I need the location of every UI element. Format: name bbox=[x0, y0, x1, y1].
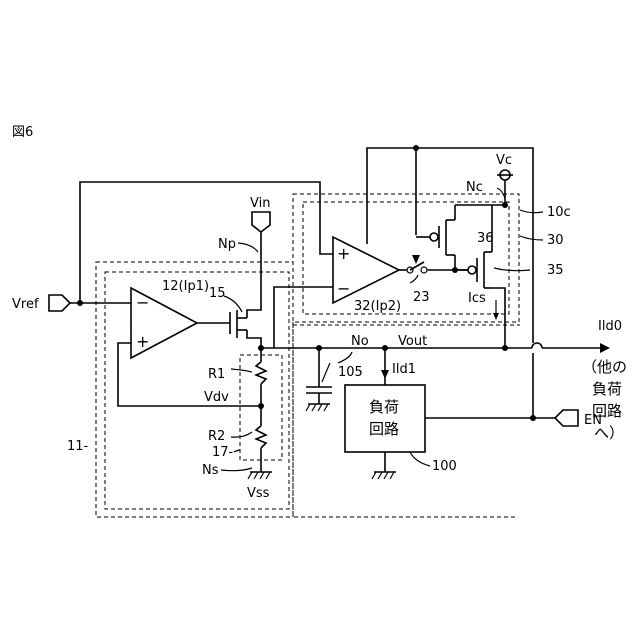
label-vc: Vc bbox=[496, 153, 512, 168]
opamp-32: + − bbox=[333, 237, 399, 303]
label-np: Np bbox=[218, 237, 236, 252]
label-30: 30 bbox=[547, 233, 564, 248]
capacitor-105 bbox=[306, 387, 332, 393]
label-vout: Vout bbox=[398, 334, 427, 349]
label-r1: R1 bbox=[208, 367, 225, 382]
region-11 bbox=[96, 262, 293, 517]
vref-terminal bbox=[49, 295, 70, 311]
label-ild1: Ild1 bbox=[392, 362, 416, 377]
label-ns: Ns bbox=[202, 463, 219, 478]
vin-terminal bbox=[252, 212, 270, 232]
load-circuit-label-2: 回路 bbox=[369, 420, 399, 438]
label-vin: Vin bbox=[250, 196, 270, 211]
opamp-32-plus: + bbox=[337, 244, 350, 263]
label-ild0: Ild0 bbox=[598, 319, 622, 334]
label-vss: Vss bbox=[247, 486, 270, 501]
opamp-32-minus: − bbox=[337, 279, 350, 298]
label-17: 17- bbox=[212, 445, 234, 460]
other-loads-line-2: 負荷 bbox=[592, 380, 622, 398]
switch-23 bbox=[407, 255, 427, 273]
label-11: 11- bbox=[67, 439, 89, 454]
resistor-r1 bbox=[256, 362, 266, 384]
label-100: 100 bbox=[432, 459, 457, 474]
transistor-35 bbox=[455, 252, 492, 288]
resistor-r2 bbox=[256, 426, 266, 448]
label-35: 35 bbox=[547, 263, 564, 278]
load-circuit-label-1: 負荷 bbox=[369, 398, 399, 416]
label-nc: Nc bbox=[466, 180, 483, 195]
en-terminal bbox=[555, 410, 578, 426]
ground-icon bbox=[248, 472, 272, 479]
label-10c: 10c bbox=[547, 205, 571, 220]
other-loads-line-4: へ） bbox=[594, 424, 624, 442]
other-loads-line-1: （他の bbox=[582, 358, 627, 376]
label-15: 15 bbox=[209, 286, 226, 301]
ground-icon bbox=[372, 472, 396, 479]
ild1-arrow bbox=[381, 370, 389, 379]
region-10c-extension bbox=[293, 322, 518, 517]
vc-terminal bbox=[497, 170, 513, 180]
opamp-12-minus: − bbox=[136, 293, 149, 312]
wires bbox=[70, 148, 600, 472]
label-vdv: Vdv bbox=[204, 390, 229, 405]
transistor-15 bbox=[230, 310, 247, 338]
label-105: 105 bbox=[338, 365, 363, 380]
ics-arrow bbox=[493, 300, 499, 320]
label-ics: Ics bbox=[468, 291, 486, 306]
label-36: 36 bbox=[477, 231, 494, 246]
crossing-hop bbox=[532, 343, 542, 348]
other-loads-line-3: 回路 bbox=[592, 402, 622, 420]
transistor-36 bbox=[430, 220, 455, 255]
ground-icon bbox=[306, 404, 330, 411]
figure-label: 図6 bbox=[12, 125, 33, 140]
label-no: No bbox=[351, 334, 369, 349]
label-23: 23 bbox=[413, 290, 430, 305]
label-ip1: 12(Ip1) bbox=[162, 279, 209, 294]
ild0-arrow bbox=[600, 343, 610, 353]
label-r2: R2 bbox=[208, 429, 225, 444]
opamp-12: − + bbox=[131, 288, 197, 358]
label-vref: Vref bbox=[12, 297, 39, 312]
opamp-12-plus: + bbox=[136, 332, 149, 351]
label-ip2: 32(Ip2) bbox=[354, 299, 401, 314]
load-circuit-100 bbox=[345, 385, 425, 452]
